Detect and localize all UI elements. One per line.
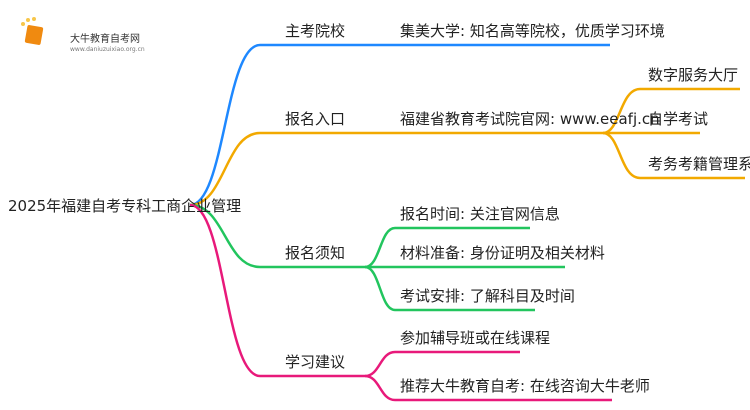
branch-line-green bbox=[189, 203, 365, 269]
sub-exam-system: 考务考籍管理系统 bbox=[648, 155, 750, 173]
advice-tutoring: 参加辅导班或在线课程 bbox=[400, 329, 551, 347]
branch-line-blue bbox=[189, 43, 610, 207]
branch-registration-notes: 报名须知 bbox=[285, 244, 346, 262]
note-exam-schedule: 考试安排: 了解科目及时间 bbox=[400, 287, 575, 305]
registration-site: 福建省教育考试院官网: www.eeafj.cn bbox=[400, 110, 660, 128]
sub-digital-hall: 数字服务大厅 bbox=[648, 66, 739, 84]
book-icon bbox=[21, 17, 44, 45]
advice-recommend: 推荐大牛教育自考: 在线咨询大牛老师 bbox=[400, 377, 650, 395]
branch-main-school: 主考院校 bbox=[285, 22, 346, 40]
pink-child-1 bbox=[364, 350, 520, 378]
note-materials: 材料准备: 身份证明及相关材料 bbox=[400, 244, 605, 262]
green-child-1 bbox=[364, 226, 530, 269]
sub-self-exam: 自学考试 bbox=[648, 110, 709, 128]
sub-line-1 bbox=[602, 87, 740, 135]
root-node: 2025年福建自考专科工商企业管理 bbox=[8, 197, 242, 215]
main-school-detail: 集美大学: 知名高等院校，优质学习环境 bbox=[400, 22, 665, 40]
note-registration-time: 报名时间: 关注官网信息 bbox=[400, 205, 560, 223]
green-child-3 bbox=[364, 265, 535, 312]
pink-child-2 bbox=[364, 374, 612, 402]
branch-registration-entry: 报名入口 bbox=[285, 110, 346, 128]
branch-study-advice: 学习建议 bbox=[285, 353, 346, 371]
branch-line-orange bbox=[189, 131, 603, 207]
sub-line-3 bbox=[602, 131, 745, 180]
logo-title: 大牛教育自考网 bbox=[70, 34, 140, 45]
branch-line-pink bbox=[189, 203, 365, 378]
logo-url: www.daniuzuixiao.org.cn bbox=[70, 46, 145, 53]
